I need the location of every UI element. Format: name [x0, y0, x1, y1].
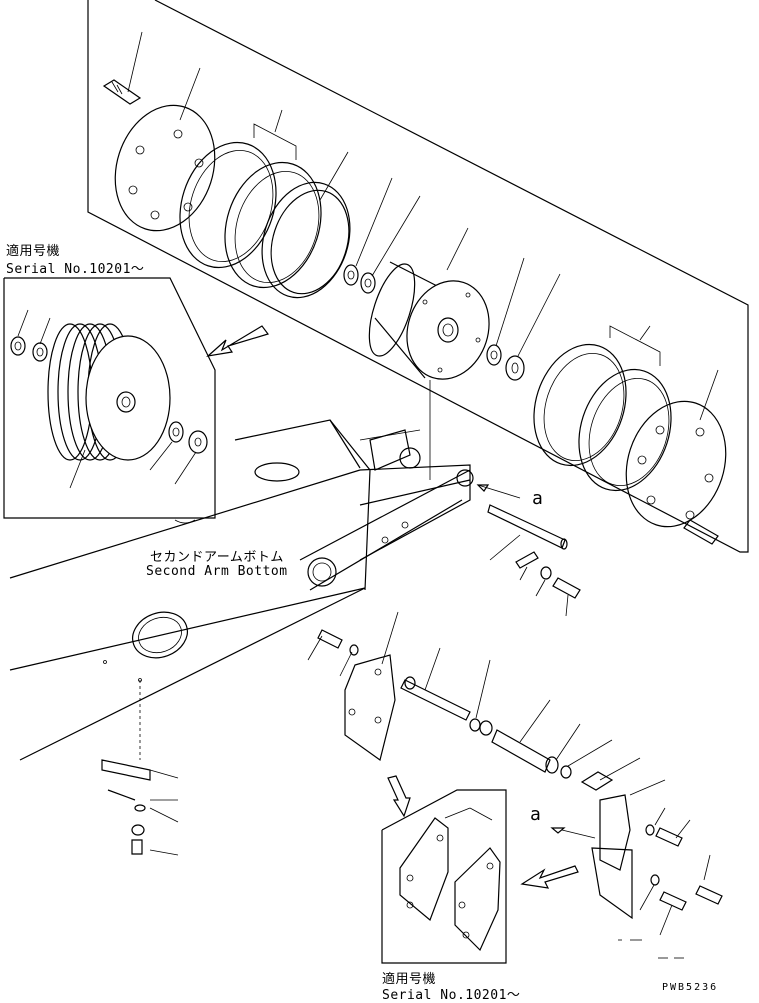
flange-plate-right — [625, 400, 727, 528]
pulley-drum — [368, 261, 490, 480]
arrow-to-inset-icon — [206, 325, 269, 357]
view-a-upper-label: a — [532, 488, 544, 509]
bolt-top — [102, 79, 142, 105]
inset-serial-brackets — [381, 789, 507, 964]
pin-shaft — [476, 484, 581, 617]
ring-pair-right — [533, 343, 672, 492]
bolt-right — [683, 519, 719, 545]
serial-en-top-label: Serial No.10201～ — [6, 262, 145, 277]
serial-jp-bottom-label: 適用号機 — [382, 972, 437, 987]
section-jp-label: セカンドアームボトム — [150, 550, 284, 565]
serial-jp-top-label: 適用号機 — [6, 244, 61, 259]
arrow-left-icon — [520, 865, 579, 889]
flange-plate-left — [114, 104, 216, 232]
pin-set-left — [101, 680, 179, 856]
upper-parts-box — [87, 0, 749, 553]
view-a-lower-label: a — [530, 804, 542, 825]
arrow-down-icon — [387, 775, 411, 818]
washer-pair-left — [343, 264, 376, 294]
ring-pair-left — [179, 141, 322, 289]
seal-ring-left — [261, 181, 351, 299]
bracket-assembly — [307, 611, 723, 936]
serial-en-bottom-label: Serial No.10201～ — [382, 988, 521, 1003]
inset-serial-pulley — [3, 277, 216, 519]
leader-lines-upper — [127, 31, 719, 421]
second-arm-body — [9, 419, 474, 761]
section-en-label: Second Arm Bottom — [146, 564, 288, 579]
washer-pair-right — [486, 344, 525, 381]
drawing-code-label: PWB5236 — [662, 982, 719, 993]
